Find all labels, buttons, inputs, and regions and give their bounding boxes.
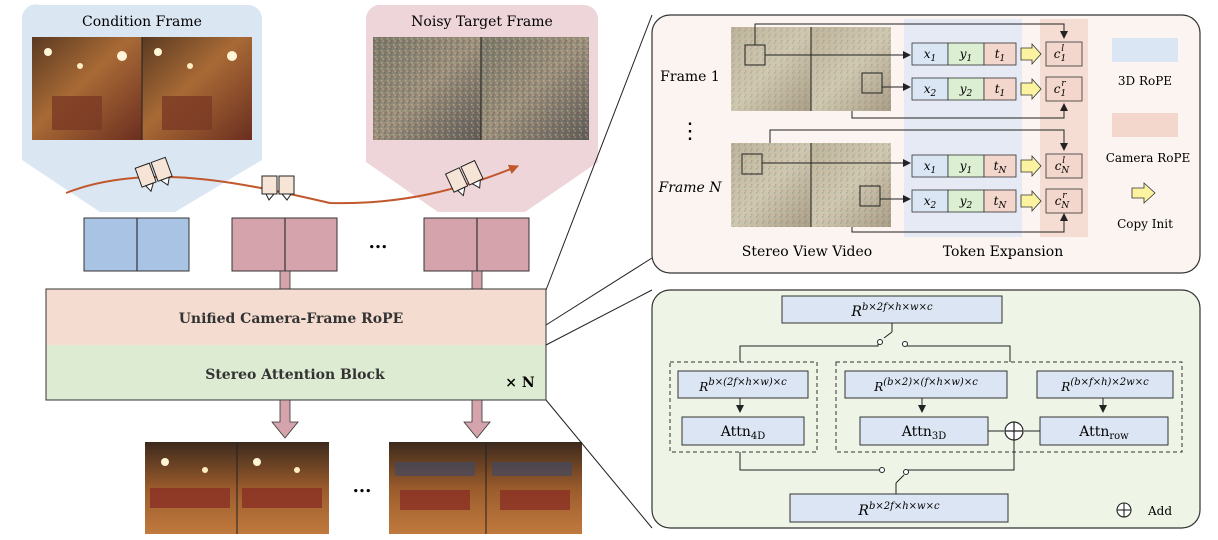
copy-init-legend-label: Copy Init <box>1117 217 1173 231</box>
times-n-label: × N <box>505 375 535 391</box>
camera-icon <box>261 175 295 201</box>
mid-tensor-box <box>844 370 1008 399</box>
stereo-frame1-image <box>731 27 891 111</box>
target-frame-block <box>231 217 338 272</box>
left-tensor-box <box>677 370 809 399</box>
vertical-dots: ⋮ <box>679 119 701 144</box>
copy-init-arrow-icon <box>1131 182 1156 204</box>
add-legend-label: Add <box>1147 504 1172 518</box>
stereo-view-label: Stereo View Video <box>742 244 872 260</box>
attnrow-box <box>1039 416 1169 446</box>
frames-ellipsis: ... <box>369 232 388 253</box>
svg-text:c1l: c1l <box>1054 44 1066 64</box>
token-row: x2 y2 tN cNr <box>911 188 1083 214</box>
add-legend-icon <box>1116 502 1132 518</box>
bottom-tensor-box <box>789 493 1009 523</box>
camera-rope-swatch <box>1112 113 1178 137</box>
svg-text:t1: t1 <box>995 82 1006 99</box>
connector <box>471 270 483 290</box>
svg-text:t1: t1 <box>995 47 1006 64</box>
camera-icon <box>134 156 173 193</box>
attn4d-box <box>681 416 805 446</box>
connector <box>279 270 291 290</box>
camera-rope-legend-label: Camera RoPE <box>1106 151 1191 165</box>
add-icon <box>1004 421 1024 441</box>
rope3d-legend-label: 3D RoPE <box>1118 74 1172 88</box>
output-frame-image <box>145 442 329 534</box>
target-frame-block <box>423 217 530 272</box>
noisy-target-label: Noisy Target Frame <box>411 14 553 30</box>
rope-label: Unified Camera-Frame RoPE <box>179 311 404 327</box>
attention-label: Stereo Attention Block <box>205 367 385 383</box>
condition-frame-block <box>83 217 190 272</box>
attn4d-group <box>669 361 818 453</box>
camera-icon <box>444 159 484 197</box>
output-arrow <box>271 399 299 439</box>
token-row: x1 y1 tN cNl <box>911 153 1083 179</box>
stereo-framen-image <box>731 143 891 227</box>
right-tensor-box <box>1036 370 1174 399</box>
frame1-label: Frame 1 <box>660 69 720 85</box>
attn3d-row-group <box>835 361 1183 453</box>
condition-frame-image <box>32 37 252 140</box>
output-frame-image <box>389 442 582 534</box>
attn3d-box <box>859 416 989 446</box>
output-arrow <box>463 399 491 439</box>
svg-text:cNr: cNr <box>1055 191 1071 211</box>
framen-label: Frame N <box>657 180 722 196</box>
token-expansion-label: Token Expansion <box>943 244 1063 260</box>
noisy-target-image <box>373 37 589 140</box>
token-row: x1 y1 t1 c1l <box>911 41 1083 67</box>
token-row: x2 y2 t1 c1r <box>911 76 1083 102</box>
stereo-block <box>45 288 547 401</box>
condition-frame-label: Condition Frame <box>82 14 202 30</box>
attention-panel <box>651 289 1201 529</box>
svg-text:c1r: c1r <box>1054 79 1066 99</box>
output-ellipsis: ... <box>353 476 372 497</box>
rope3d-swatch <box>1112 38 1178 62</box>
